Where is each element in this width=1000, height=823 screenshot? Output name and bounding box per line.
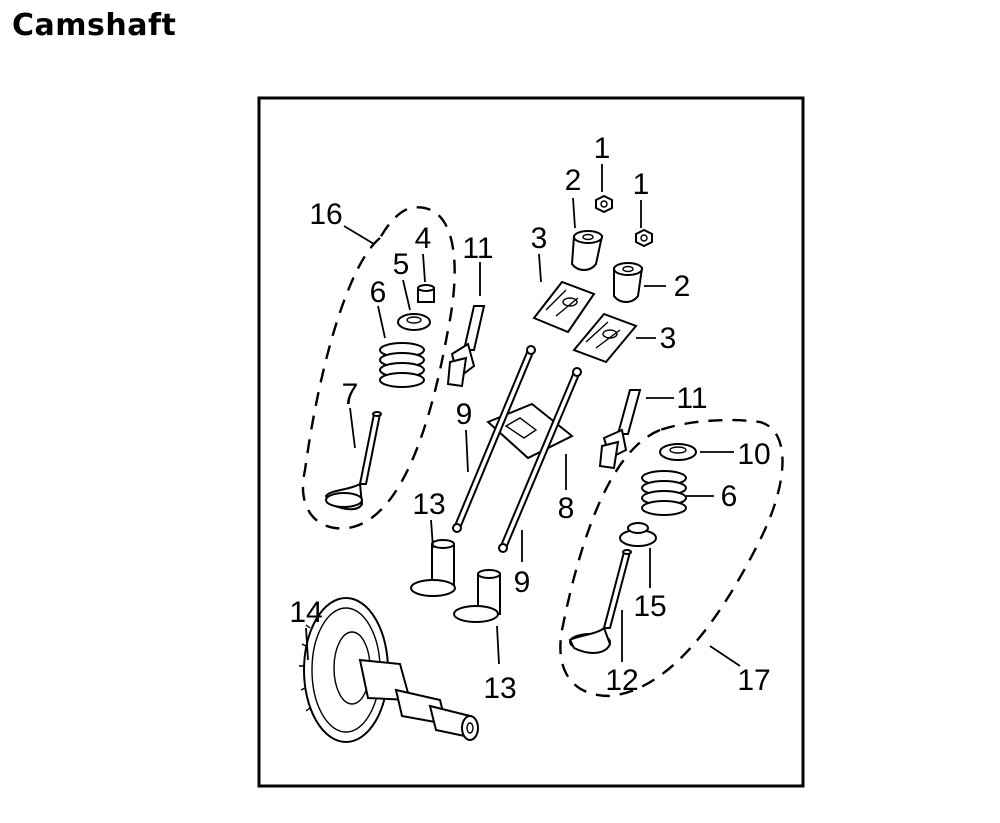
callout-2b: 2 (674, 270, 691, 303)
part-valve-seal-15 (619, 522, 657, 547)
part-keeper-4 (417, 284, 435, 303)
callout-1b: 1 (633, 168, 650, 201)
callout-9a: 9 (456, 398, 473, 431)
part-valve-12 (568, 549, 632, 654)
callout-15: 15 (633, 590, 666, 623)
part-retainer-10 (659, 443, 697, 461)
part-valve-spring-6a (379, 342, 425, 388)
part-tappet-13b (453, 569, 501, 623)
callout-6a: 6 (370, 276, 387, 309)
callout-14: 14 (289, 596, 322, 629)
leader-lines (305, 164, 741, 667)
part-camshaft-shaft-14 (358, 658, 479, 741)
callout-11a: 11 (462, 232, 493, 265)
part-push-rod-9b (498, 367, 582, 553)
callout-4: 4 (415, 222, 432, 255)
part-rocker-stud-11b (598, 389, 642, 470)
callout-1a: 1 (594, 132, 611, 165)
callout-17: 17 (737, 664, 770, 697)
callout-10: 10 (737, 438, 770, 471)
part-nut-1b (635, 228, 653, 248)
part-pivot-2a (570, 230, 604, 271)
callout-6b: 6 (721, 480, 738, 513)
part-pivot-2b (613, 262, 644, 303)
callout-13b: 13 (483, 672, 516, 705)
callout-7: 7 (342, 378, 359, 411)
part-nut-1a (595, 194, 613, 214)
diagram-frame (257, 96, 805, 788)
part-retainer-5 (397, 313, 431, 331)
callout-13a: 13 (412, 488, 445, 521)
part-rocker-stud-11a (446, 305, 486, 388)
callout-2a: 2 (565, 164, 582, 197)
part-tappet-13a (410, 539, 456, 597)
callout-3b: 3 (660, 322, 677, 355)
valve-group-16-outline (301, 206, 456, 530)
part-rocker-arm-3b (572, 312, 638, 364)
callout-16: 16 (309, 198, 342, 231)
page-title: Camshaft (12, 8, 177, 43)
part-push-rod-9a (452, 345, 536, 533)
callout-5: 5 (393, 248, 410, 281)
callout-9b: 9 (514, 566, 531, 599)
callout-12: 12 (605, 664, 638, 697)
valve-group-17-outline (559, 418, 784, 698)
part-valve-spring-6b (641, 470, 687, 516)
part-rocker-arm-3a (532, 280, 596, 334)
callout-11b: 11 (676, 382, 707, 415)
callout-8: 8 (558, 492, 575, 525)
part-valve-7 (324, 411, 382, 511)
callout-3a: 3 (531, 222, 548, 255)
part-guide-plate-8 (486, 402, 574, 460)
